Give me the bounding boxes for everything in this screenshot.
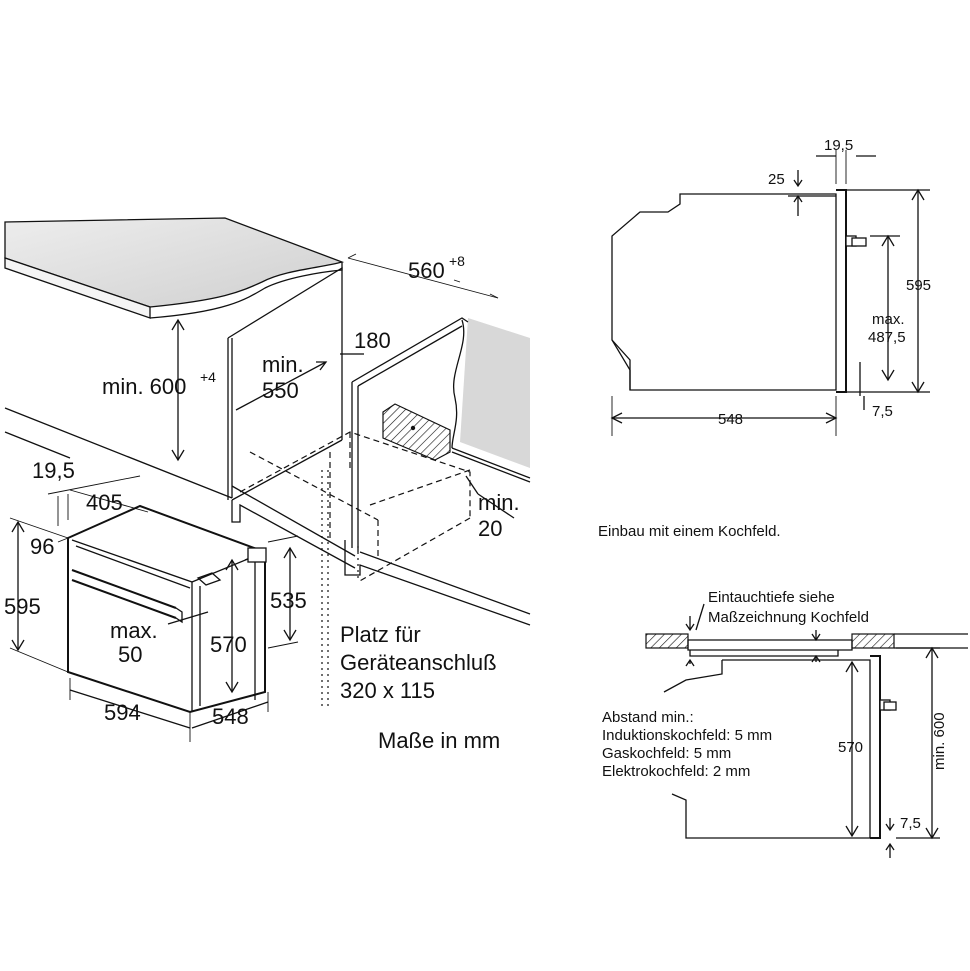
- dim-max50-a: max.: [110, 618, 158, 643]
- right-countertop: [460, 318, 530, 468]
- iso-dimensions: [9, 253, 515, 742]
- socket-area: [382, 403, 451, 461]
- cooktop-dim-570: 570: [838, 739, 863, 756]
- side-max-label: max.: [872, 311, 905, 328]
- platz-line-1: Platz für: [340, 622, 421, 647]
- dim-560: 560: [408, 258, 445, 283]
- note-line-2: Maßzeichnung Kochfeld: [708, 609, 869, 626]
- dim-560-tol: +8: [449, 253, 465, 269]
- dim-535: 535: [270, 588, 307, 613]
- dim-min600: min. 600: [102, 374, 186, 399]
- dim-180: 180: [354, 328, 391, 353]
- dim-max50-b: 50: [118, 642, 142, 667]
- side-dim-548: 548: [718, 411, 743, 428]
- dim-19-5: 19,5: [32, 458, 75, 483]
- cabinet: [4, 266, 531, 708]
- cooktop-view: Einbau mit einem Kochfeld. Eintauchtiefe…: [598, 523, 968, 858]
- platz-line-2: Geräteanschluß: [340, 650, 497, 675]
- oven: [67, 504, 267, 714]
- side-dim-595: 595: [906, 277, 931, 294]
- side-dim-7-5: 7,5: [872, 403, 893, 420]
- dim-min550-a: min.: [262, 352, 304, 377]
- countertop: [4, 217, 345, 319]
- dim-595: 595: [4, 594, 41, 619]
- platz-line-3: 320 x 115: [340, 678, 435, 703]
- cooktop-dim-7-5: 7,5: [900, 815, 921, 832]
- cooktop-dim-min600: min. 600: [931, 712, 948, 770]
- induktion-label: Induktionskochfeld: 5 mm: [602, 727, 772, 744]
- dim-min20-a: min.: [478, 490, 520, 515]
- dim-min550-b: 550: [262, 378, 299, 403]
- side-dim-25: 25: [768, 171, 785, 188]
- dim-min20-b: 20: [478, 516, 502, 541]
- iso-view: 560 +8 min. 550 180 min. 600 +4 min. 20 …: [4, 217, 531, 753]
- iso-labels: 560 +8 min. 550 180 min. 600 +4 min. 20 …: [4, 253, 520, 753]
- dim-96: 96: [30, 534, 54, 559]
- dim-570: 570: [210, 632, 247, 657]
- dim-548: 548: [212, 704, 249, 729]
- abstand-label: Abstand min.:: [602, 709, 694, 726]
- dim-405: 405: [86, 490, 123, 515]
- cooktop-title: Einbau mit einem Kochfeld.: [598, 523, 781, 540]
- elektro-label: Elektrokochfeld: 2 mm: [602, 763, 750, 780]
- side-view: 19,5 25 595 max. 487,5 548 7,5: [610, 137, 931, 436]
- dim-min600-tol: +4: [200, 369, 216, 385]
- dim-594: 594: [104, 700, 141, 725]
- side-dim-487-5: 487,5: [868, 329, 906, 346]
- note-line-1: Eintauchtiefe siehe: [708, 589, 835, 606]
- gas-label: Gaskochfeld: 5 mm: [602, 745, 731, 762]
- units-note: Maße in mm: [378, 728, 500, 753]
- side-dim-19-5: 19,5: [824, 137, 853, 154]
